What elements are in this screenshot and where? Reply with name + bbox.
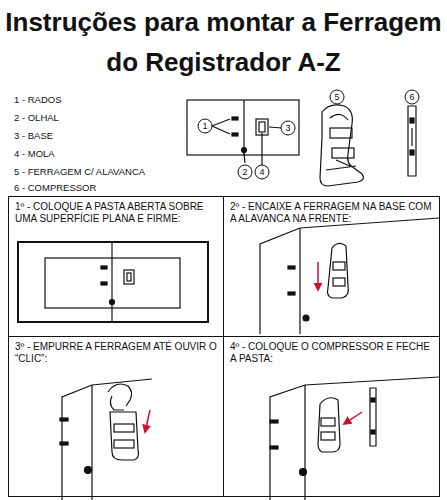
step-text: 2º - ENCAIXE A FERRAGEM NA BASE COM A AL… [224,197,439,229]
step-panel: 4º - COLOQUE O COMPRESSOR E FECHE A PAST… [223,336,440,497]
part-name: 6 - COMPRESSOR [14,182,96,194]
step-text: 1º - COLOQUE A PASTA ABERTA SOBRE UMA SU… [9,197,223,229]
step-panel: 1º - COLOQUE A PASTA ABERTA SOBRE UMA SU… [8,196,224,337]
callout-number: 1 [198,119,212,133]
callout-number: 5 [330,90,344,104]
callout-number: 3 [281,121,295,135]
step-text: 4º - COLOQUE O COMPRESSOR E FECHE A PAST… [224,337,439,369]
part-name: 4 - MOLA [14,148,55,160]
part-name: 3 - BASE [14,130,53,142]
callout-number: 2 [238,165,252,179]
title: Instruções para montar a Ferragem do Reg… [4,2,443,82]
callout-number: 4 [255,165,269,179]
part-name: 1 - RADOS [14,94,62,106]
part-name: 2 - OLHAL [14,112,59,124]
step-text: 3º - EMPURRE A FERRAGEM ATÉ OUVIR O “CLI… [9,337,223,369]
callout-number: 6 [405,90,419,104]
step-panel: 3º - EMPURRE A FERRAGEM ATÉ OUVIR O “CLI… [8,336,224,497]
step-panel: 2º - ENCAIXE A FERRAGEM NA BASE COM A AL… [223,196,440,337]
part-name: 5 - FERRAGEM C/ ALAVANCA [14,166,145,178]
